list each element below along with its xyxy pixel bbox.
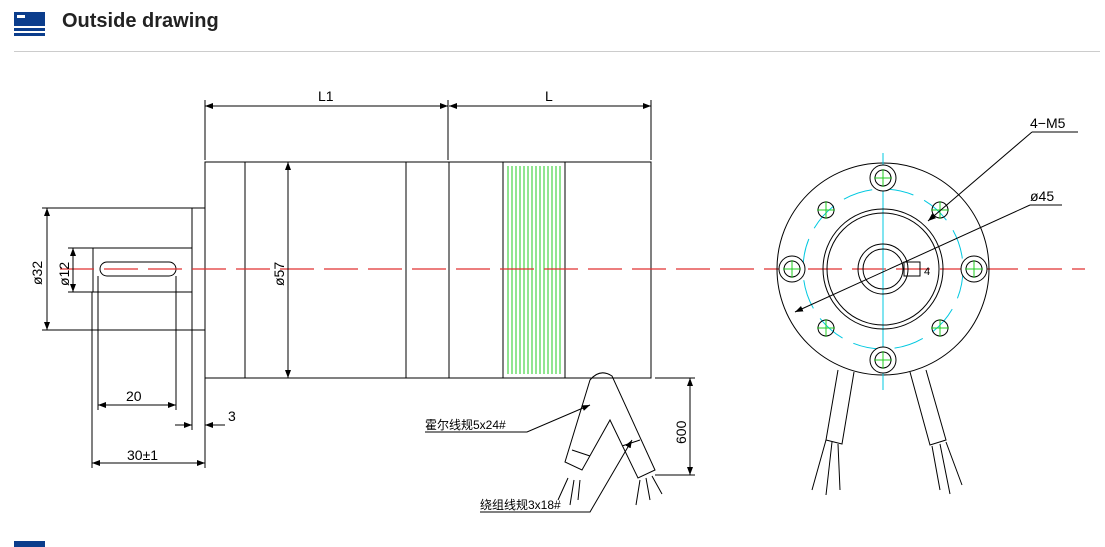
next-section-icon xyxy=(14,541,45,547)
motor-front-view xyxy=(776,131,1078,496)
motor-side-view xyxy=(92,161,663,506)
dim-30: 30±1 xyxy=(127,447,158,463)
section-banner-icon xyxy=(14,12,45,36)
dim-l1: L1 xyxy=(318,88,334,104)
dim-600: 600 xyxy=(673,420,689,444)
hall-wire-label: 霍尔线规5x24# xyxy=(425,417,506,432)
dim-d57: ø57 xyxy=(271,262,287,286)
dim-d45: ø45 xyxy=(1030,188,1054,204)
mount-hole xyxy=(817,201,835,219)
dim-20: 20 xyxy=(126,388,142,404)
dim-d32: ø32 xyxy=(29,261,45,285)
dim-l: L xyxy=(545,88,553,104)
mount-lug xyxy=(960,255,988,283)
mount-lug xyxy=(869,346,897,374)
mount-hole xyxy=(817,319,835,337)
divider xyxy=(14,51,1100,52)
mount-lug xyxy=(869,164,897,192)
dim-4m5: 4−M5 xyxy=(1030,115,1066,131)
dim-d12: ø12 xyxy=(56,262,72,286)
dim-key: 4 xyxy=(924,266,930,278)
mount-hole xyxy=(931,201,949,219)
dim-3: 3 xyxy=(228,408,236,424)
mount-hole xyxy=(931,319,949,337)
winding-wire-label: 绕组线规3x18# xyxy=(480,497,561,512)
dimensions xyxy=(42,100,695,513)
section-title: Outside drawing xyxy=(62,10,219,32)
mount-lug xyxy=(778,255,806,283)
